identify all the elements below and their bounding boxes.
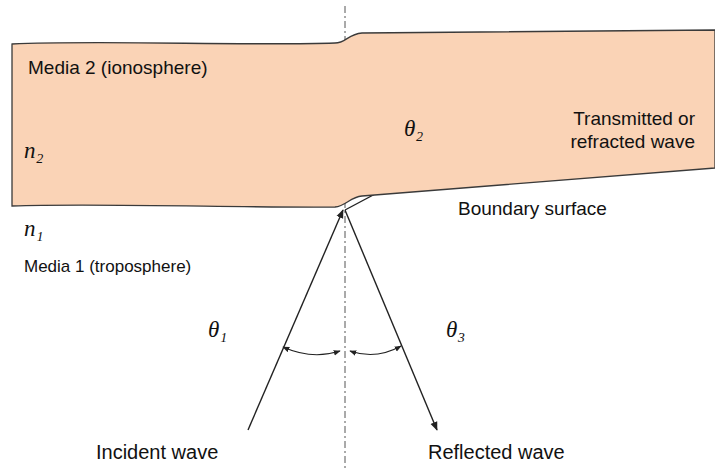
angle-arrow <box>420 145 431 158</box>
index-symbol: n₁ <box>24 215 44 243</box>
region-label: Media 1 (troposphere) <box>24 257 191 277</box>
angle-symbol: θ₂ <box>404 115 423 143</box>
boundary-label: Boundary surface <box>458 198 607 221</box>
band-outline <box>12 30 715 207</box>
incident-ray <box>248 210 343 430</box>
angle-arrow <box>349 97 401 119</box>
ray-label: Transmitted or refracted wave <box>540 108 695 154</box>
index-symbol: n₂ <box>24 137 44 165</box>
angle-arc <box>350 346 401 355</box>
ray-label: Incident wave <box>96 440 218 464</box>
region-label: Media 2 (ionosphere) <box>28 57 208 80</box>
ray-label: Reflected wave <box>428 440 565 464</box>
reflected-ray <box>345 210 437 430</box>
angle-arc <box>283 347 340 355</box>
angle-symbol: θ₃ <box>446 316 465 344</box>
angle-symbol: θ₁ <box>208 316 227 344</box>
